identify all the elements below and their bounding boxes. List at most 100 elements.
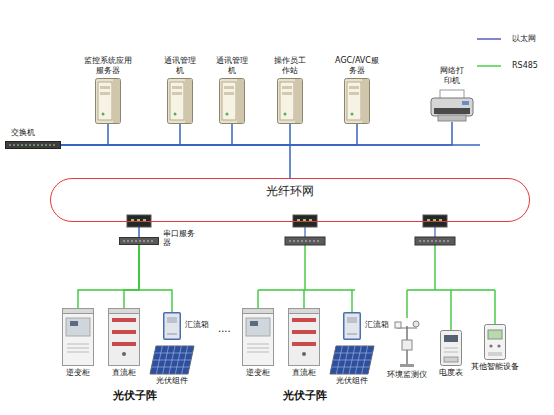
cabinet-body xyxy=(289,309,320,366)
dc-cabinet: 直流柜 xyxy=(108,308,140,378)
cabinet-knob xyxy=(122,352,126,356)
sensor xyxy=(395,322,401,328)
combiner-label-plate xyxy=(167,317,177,323)
tower-front xyxy=(280,82,294,120)
combiner-case xyxy=(344,313,361,340)
drive-slot xyxy=(224,86,234,89)
tower-side xyxy=(362,79,369,123)
tower-side xyxy=(113,79,120,123)
server-node: 通讯管理机 xyxy=(163,56,197,124)
printer-icon xyxy=(430,88,474,122)
drive-slot xyxy=(172,92,182,95)
ring-switch-body xyxy=(127,215,151,227)
node-label: 光纤环网 xyxy=(51,179,529,198)
node-label: 串口服务器 xyxy=(163,229,197,247)
tower-icon xyxy=(344,78,370,124)
legend-text: RS485 xyxy=(512,61,538,71)
panel-icon xyxy=(330,346,374,374)
rs485-link xyxy=(124,245,139,308)
legend-line xyxy=(477,38,501,40)
device-display xyxy=(488,330,502,339)
node-label: 其他智能设备 xyxy=(471,362,519,372)
drive-slot xyxy=(349,86,359,89)
cabB-icon xyxy=(108,308,140,366)
cabinet-screen xyxy=(70,321,78,326)
inverter-cabinet: 逆变柜 xyxy=(242,308,274,378)
node-label: 环境监测仪 xyxy=(387,370,427,380)
power-led xyxy=(174,113,177,116)
cabinet-body xyxy=(63,309,94,366)
cabinet-top xyxy=(289,309,320,314)
group-title: 光伏子阵 xyxy=(113,389,157,403)
breaker-row xyxy=(292,342,316,346)
serial-icon xyxy=(119,237,159,245)
output-tray xyxy=(438,115,466,121)
tower-case xyxy=(345,79,370,124)
node-label: AGC/AVC服务器 xyxy=(334,56,380,76)
station-icon xyxy=(394,318,420,368)
cabinet-knob xyxy=(302,352,306,356)
ring-switch-body xyxy=(293,215,317,227)
tower-case xyxy=(168,79,193,124)
tower-case xyxy=(96,79,121,124)
tower-case xyxy=(220,79,245,124)
node-label: 光伏组件 xyxy=(330,376,374,386)
serial-server-symbol xyxy=(415,237,455,245)
cabinet-top xyxy=(109,309,140,314)
logger-box xyxy=(402,340,412,350)
cabinet-vent xyxy=(67,344,89,352)
ethernet-link xyxy=(61,124,108,145)
cabinet-body xyxy=(109,309,140,366)
tower-front xyxy=(347,82,361,120)
drive-slot xyxy=(224,92,234,95)
ring-switch xyxy=(423,215,447,227)
cabinet-panel xyxy=(66,318,90,336)
cabinet-top xyxy=(243,309,274,314)
device-case xyxy=(485,325,506,360)
tower-icon xyxy=(277,78,303,124)
drive-slot xyxy=(100,86,110,89)
node-label: 电度表 xyxy=(439,368,463,378)
cabinet-panel xyxy=(246,318,270,336)
tower-front xyxy=(98,82,112,120)
printer-body xyxy=(431,98,473,116)
cell-grid xyxy=(152,346,193,374)
legend-line xyxy=(477,65,501,67)
network-switch: 交换机 xyxy=(5,141,61,149)
panel-icon xyxy=(150,346,194,374)
legend-line-sample xyxy=(476,61,502,71)
smart-device: 其他智能设备 xyxy=(471,324,519,372)
serial-server-body xyxy=(415,237,455,245)
node-label: 逆变柜 xyxy=(242,368,274,378)
tower-front xyxy=(170,82,184,120)
cell-grid xyxy=(332,346,373,374)
power-led xyxy=(226,113,229,116)
control-panel xyxy=(462,101,469,105)
station-base xyxy=(400,364,414,367)
dc-cabinet: 直流柜 xyxy=(288,308,320,378)
pv-module: 光伏组件 xyxy=(330,346,374,386)
device-button xyxy=(497,344,500,347)
inverter-cabinet: 逆变柜 xyxy=(62,308,94,378)
printer-node: 网络打印机 xyxy=(430,66,474,122)
energy-meter: 电度表 xyxy=(439,330,463,378)
combiner-line xyxy=(167,334,177,335)
node-label: 汇流箱 xyxy=(365,320,389,330)
cabA-icon xyxy=(62,308,94,366)
solar-panel xyxy=(330,346,374,374)
ethernet-link xyxy=(61,124,357,145)
cabB-icon xyxy=(288,308,320,366)
ethernet-link xyxy=(61,145,290,178)
legend-row: 以太网 xyxy=(476,34,536,44)
ring-switch xyxy=(293,215,317,227)
combiner-icon xyxy=(163,312,181,340)
node-label: 直流柜 xyxy=(288,368,320,378)
node-label: 汇流箱 xyxy=(185,320,209,330)
combiner-line xyxy=(347,334,357,335)
ethernet-link xyxy=(61,124,180,145)
solar-panel xyxy=(150,346,194,374)
tower-icon xyxy=(167,78,193,124)
combiner-box: 汇流箱 xyxy=(163,312,181,340)
server-node: AGC/AVC服务器 xyxy=(334,56,380,124)
drive-slot xyxy=(100,92,110,95)
